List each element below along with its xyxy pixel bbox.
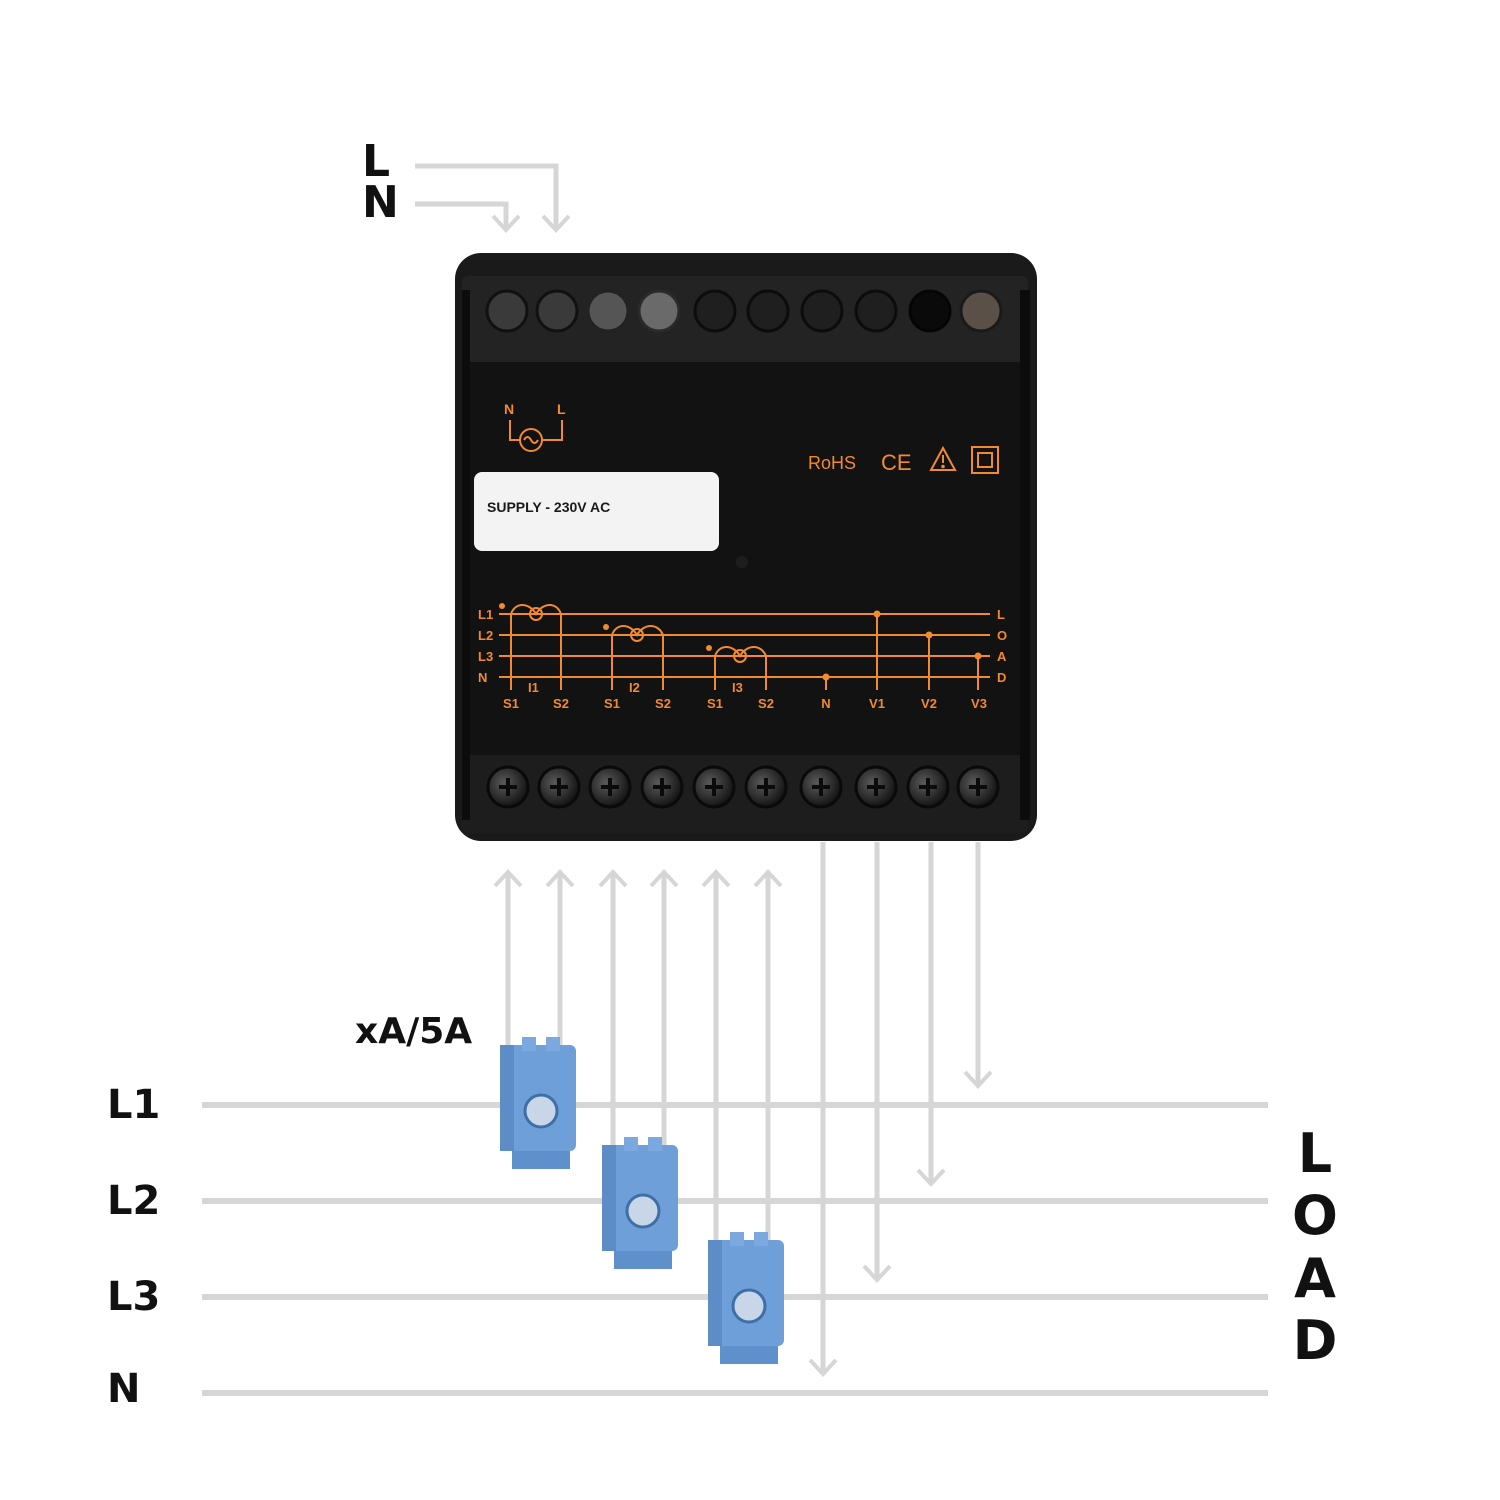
ct-secondary-wires — [493, 869, 783, 1240]
ce-mark: CE — [881, 450, 912, 475]
terminal-label: V1 — [869, 696, 885, 711]
supply-symbol-line: L — [557, 401, 566, 417]
panel-schematic — [499, 604, 990, 690]
double-insulation-icon — [971, 446, 999, 474]
screw-terminal — [744, 765, 788, 809]
supply-line-wire — [415, 163, 559, 228]
screw-terminal — [588, 765, 632, 809]
screw-terminal — [692, 765, 736, 809]
top-terminal — [637, 289, 681, 333]
power-meter-device: N L RoHS CE SUPPLY - 230V AC — [455, 253, 1037, 841]
terminal-label: S1 — [604, 696, 620, 711]
terminal-label: V2 — [921, 696, 937, 711]
top-terminal — [908, 289, 952, 333]
screw-terminal — [956, 765, 1000, 809]
line-label-n: N — [107, 1366, 140, 1412]
terminal-label: S2 — [553, 696, 569, 711]
terminal-label: S1 — [707, 696, 723, 711]
terminal-label: V3 — [971, 696, 987, 711]
supply-line-label: L — [362, 136, 390, 187]
supply-symbol — [509, 420, 563, 452]
terminal-label: S1 — [503, 696, 519, 711]
supply-neutral-arrow — [491, 214, 521, 233]
screw-terminal — [854, 765, 898, 809]
supply-sticker — [474, 472, 719, 551]
rohs-mark: RoHS — [808, 453, 856, 473]
ct-aperture — [625, 1193, 661, 1229]
schematic-load-letter: O — [997, 628, 1007, 643]
schematic-row-label: N — [478, 670, 487, 685]
top-terminal — [693, 289, 737, 333]
top-terminals — [485, 289, 1003, 333]
schematic-ct-label: I2 — [629, 680, 640, 695]
schematic-row-label: L3 — [478, 649, 493, 664]
top-terminal — [485, 289, 529, 333]
load-letter-a: A — [1294, 1247, 1336, 1310]
current-transformer-2 — [602, 1137, 678, 1269]
terminal-label: S2 — [758, 696, 774, 711]
schematic-ct-label: I1 — [528, 680, 539, 695]
supply-wires — [415, 163, 571, 233]
current-transformer-3 — [708, 1232, 784, 1364]
top-terminal — [586, 289, 630, 333]
device-side-rail-left — [462, 290, 470, 820]
bottom-terminals — [486, 765, 1000, 809]
screw-terminal — [537, 765, 581, 809]
schematic-ct-label: I3 — [732, 680, 743, 695]
schematic-row-label: L1 — [478, 607, 493, 622]
voltage-tap-wires — [808, 842, 993, 1377]
supply-line-arrow — [541, 214, 571, 233]
terminal-label: N — [821, 696, 830, 711]
supply-symbol-neutral: N — [504, 401, 514, 417]
schematic-row-label: L2 — [478, 628, 493, 643]
screw-terminal — [799, 765, 843, 809]
panel-indicator — [736, 556, 748, 568]
ct-rating-label: xA/5A — [355, 1011, 472, 1052]
supply-sticker-text: SUPPLY - 230V AC — [487, 499, 610, 515]
load-letter-l: L — [1298, 1122, 1332, 1185]
ct-aperture — [523, 1093, 559, 1129]
top-terminal — [854, 289, 898, 333]
supply-neutral-wire — [415, 201, 509, 228]
line-label-l3: L3 — [107, 1274, 160, 1320]
top-terminal — [746, 289, 790, 333]
supply-neutral-label: N — [362, 177, 399, 228]
top-terminal — [959, 289, 1003, 333]
warning-triangle-icon — [929, 445, 957, 471]
terminal-label: S2 — [655, 696, 671, 711]
schematic-load-letter: D — [997, 670, 1006, 685]
ac-source-icon — [519, 428, 543, 452]
schematic-load-letter: A — [997, 649, 1007, 664]
top-terminal — [800, 289, 844, 333]
screw-terminal — [486, 765, 530, 809]
current-transformer-1 — [500, 1037, 576, 1169]
top-terminal — [535, 289, 579, 333]
screw-terminal — [906, 765, 950, 809]
line-label-l1: L1 — [107, 1082, 160, 1128]
device-side-rail-right — [1020, 290, 1030, 820]
schematic-dots — [499, 603, 982, 681]
load-letter-d: D — [1293, 1309, 1338, 1372]
line-label-l2: L2 — [107, 1178, 160, 1224]
screw-terminal — [640, 765, 684, 809]
ct-aperture — [731, 1288, 767, 1324]
schematic-load-letter: L — [997, 607, 1005, 622]
load-letter-o: O — [1292, 1184, 1338, 1247]
